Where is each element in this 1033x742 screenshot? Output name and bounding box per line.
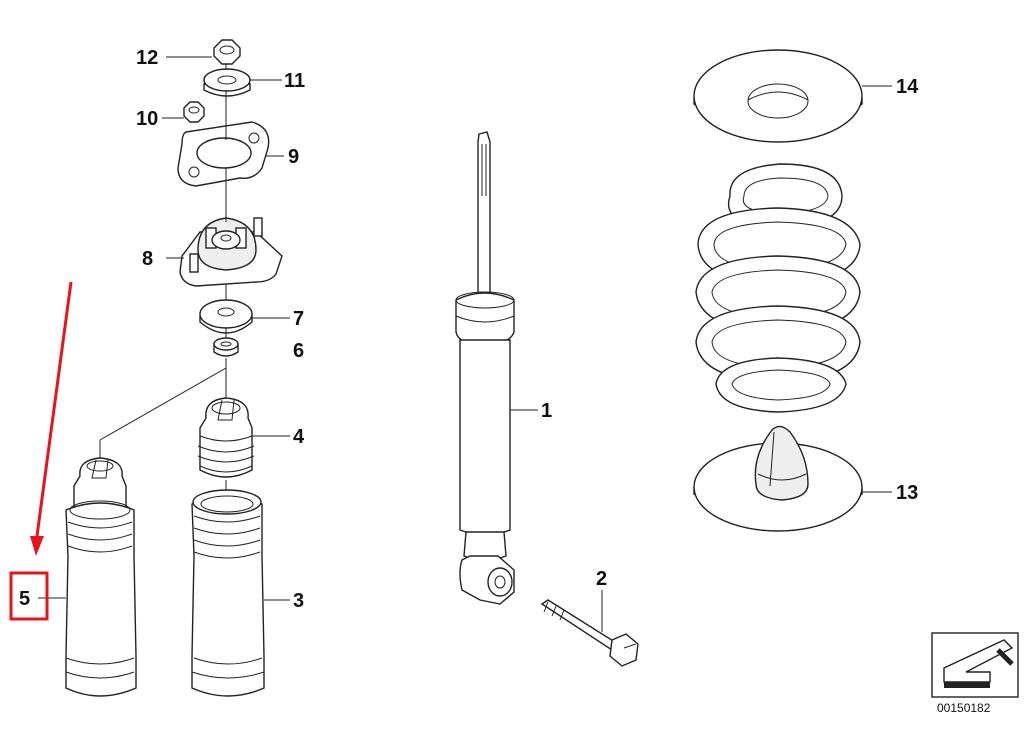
part-2-hex-bolt [540, 599, 639, 667]
label-13: 13 [896, 482, 918, 504]
part-6-sleeve [213, 337, 239, 357]
label-10: 10 [136, 108, 158, 130]
part-11-bushing [203, 68, 251, 97]
part-13-lower-spring-pad [693, 425, 863, 532]
label-6: 6 [293, 340, 304, 362]
label-2: 2 [596, 568, 607, 590]
axis-line-diag [99, 367, 227, 441]
label-1: 1 [541, 400, 552, 422]
label-12: 12 [136, 47, 158, 69]
part-12-top-nut [213, 39, 241, 65]
label-14: 14 [896, 76, 919, 98]
part-4-bump-stop [197, 397, 255, 478]
red-arrow-icon [30, 281, 73, 556]
label-11: 11 [284, 70, 305, 92]
direction-arrow-icon [931, 632, 1019, 698]
label-3: 3 [293, 590, 304, 612]
label-9: 9 [288, 146, 299, 168]
part-10-small-nut [183, 101, 205, 123]
part-8-strut-mount [179, 217, 283, 287]
document-number: 00150182 [937, 701, 991, 715]
part-1-shock-absorber [455, 131, 515, 605]
part-14-upper-spring-pad [693, 49, 863, 143]
label-4: 4 [293, 426, 305, 448]
label-7: 7 [293, 308, 304, 330]
highlight-box-5 [9, 571, 49, 621]
label-8: 8 [142, 248, 153, 270]
part-9-gasket-plate [177, 121, 270, 187]
label-5: 5 [19, 588, 30, 610]
part-5-protection-kit [65, 457, 137, 697]
coil-spring [695, 163, 861, 413]
part-3-protection-tube [191, 489, 265, 697]
